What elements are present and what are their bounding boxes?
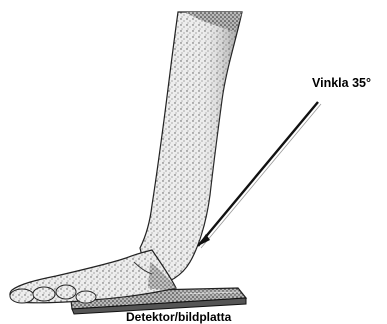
leg-and-foot — [10, 12, 242, 303]
angle-label: Vinkla 35° — [312, 76, 371, 90]
detector-label: Detektor/bildplatta — [126, 310, 232, 324]
